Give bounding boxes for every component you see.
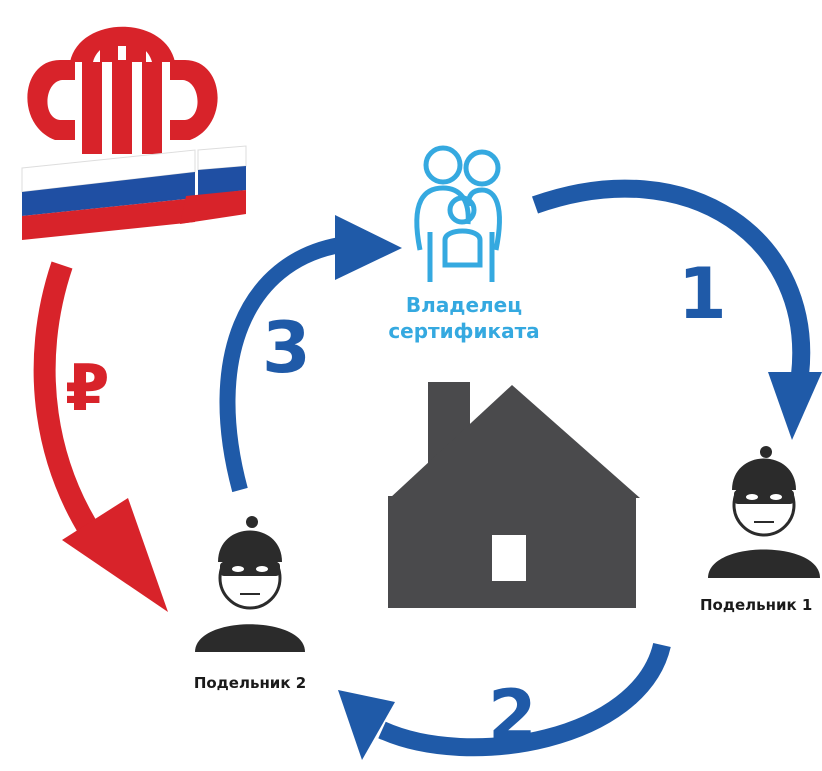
thief-icon	[708, 446, 820, 578]
family-icon	[414, 145, 502, 282]
ruble-symbol: ₽	[65, 352, 110, 426]
pfr-logo-icon	[21, 26, 247, 240]
house-door	[492, 535, 526, 581]
owner-label-line1: Владелец	[406, 293, 522, 317]
accomplice-2-label: Подельник 2	[194, 674, 306, 692]
accomplice-1-label: Подельник 1	[700, 596, 812, 614]
arrow-step-3	[219, 215, 402, 493]
step-1-number: 1	[678, 253, 727, 335]
thief-icon	[195, 516, 305, 652]
arrow-step-1	[531, 179, 822, 440]
red-money-arrow	[33, 261, 168, 612]
owner-label-line2: сертификата	[388, 319, 539, 343]
arrow-step-2	[338, 642, 671, 760]
step-2-number: 2	[488, 675, 537, 757]
step-3-number: 3	[262, 307, 311, 389]
